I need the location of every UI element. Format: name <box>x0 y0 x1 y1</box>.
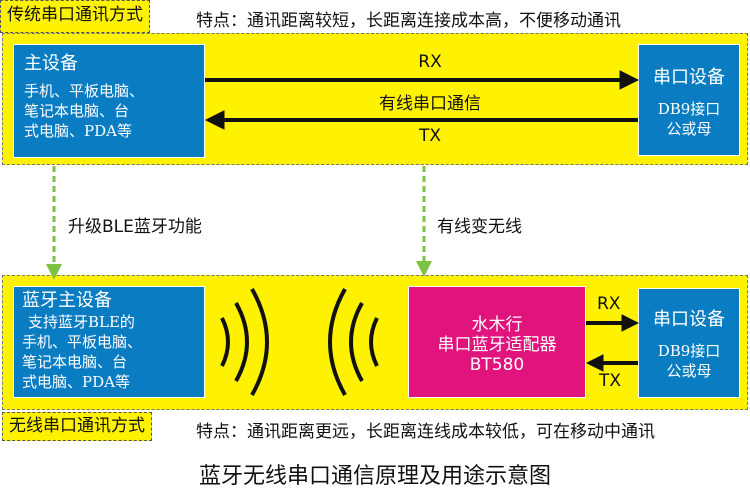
ble-master-box: 蓝牙主设备 支持蓝牙BLE的 手机、平板电脑、 笔记本电脑、台 式电脑、PDA等 <box>13 286 205 398</box>
wireless-feature-text: 特点：通讯距离更远，长距离连线成本较低，可在移动中通讯 <box>196 422 655 442</box>
wireless-serial-device-box: 串口设备 DB9接口 公或母 <box>638 288 740 398</box>
wired-feature-text: 特点：通讯距离较短，长距离连接成本高，不便移动通讯 <box>196 11 621 31</box>
wireless-tx-arrow <box>585 354 638 372</box>
wireless-rx-arrow <box>586 314 640 332</box>
wired-mode-label: 传统串口通讯方式 <box>0 0 150 33</box>
wireless-tx-label: TX <box>599 371 622 391</box>
serial-line1: DB9接口 <box>657 100 721 118</box>
serial-line2: 公或母 <box>666 120 712 138</box>
wireless-serial-line2: 公或母 <box>666 362 712 380</box>
tx-arrow <box>204 110 638 130</box>
serial-title: 串口设备 <box>653 67 725 88</box>
ble-master-desc-3: 笔记本电脑、台 <box>22 353 128 371</box>
wireless-serial-line1: DB9接口 <box>657 342 721 360</box>
signal-waves-icon <box>220 288 379 396</box>
master-desc-1: 手机、平板电脑、 <box>24 82 145 100</box>
adapter-brand: 水木行 <box>471 315 523 335</box>
wired-comm-label: 有线串口通信 <box>379 94 481 114</box>
wireless-mode-label: 无线串口通讯方式 <box>2 412 152 441</box>
ble-master-desc-4: 式电脑、PDA等 <box>22 373 130 391</box>
wireless-dashed-arrow <box>416 166 432 277</box>
master-desc-2: 笔记本电脑、台 <box>24 102 130 120</box>
ble-master-desc-1: 支持蓝牙BLE的 <box>28 313 135 331</box>
master-desc-3: 式电脑、PDA等 <box>24 122 132 140</box>
master-device-box: 主设备 手机、平板电脑、 笔记本电脑、台 式电脑、PDA等 <box>13 44 205 158</box>
wireless-rx-label: RX <box>597 294 621 314</box>
ble-master-title: 蓝牙主设备 <box>22 290 112 311</box>
diagram-caption: 蓝牙无线串口通信原理及用途示意图 <box>198 464 551 489</box>
bt580-adapter-box: 水木行 串口蓝牙适配器 BT580 <box>408 286 586 398</box>
adapter-name: 串口蓝牙适配器 <box>437 335 557 355</box>
wired-to-wireless-label: 有线变无线 <box>437 217 522 237</box>
serial-device-box: 串口设备 DB9接口 公或母 <box>638 44 740 156</box>
rx-arrow <box>205 70 640 90</box>
adapter-model: BT580 <box>469 355 525 375</box>
wireless-serial-title: 串口设备 <box>653 309 725 330</box>
upgrade-dashed-arrow <box>46 166 62 280</box>
upgrade-ble-label: 升级BLE蓝牙功能 <box>68 217 202 237</box>
rx-label: RX <box>418 52 442 72</box>
ble-master-desc-2: 手机、平板电脑、 <box>22 333 143 351</box>
tx-label: TX <box>418 126 442 146</box>
master-title: 主设备 <box>24 53 78 74</box>
